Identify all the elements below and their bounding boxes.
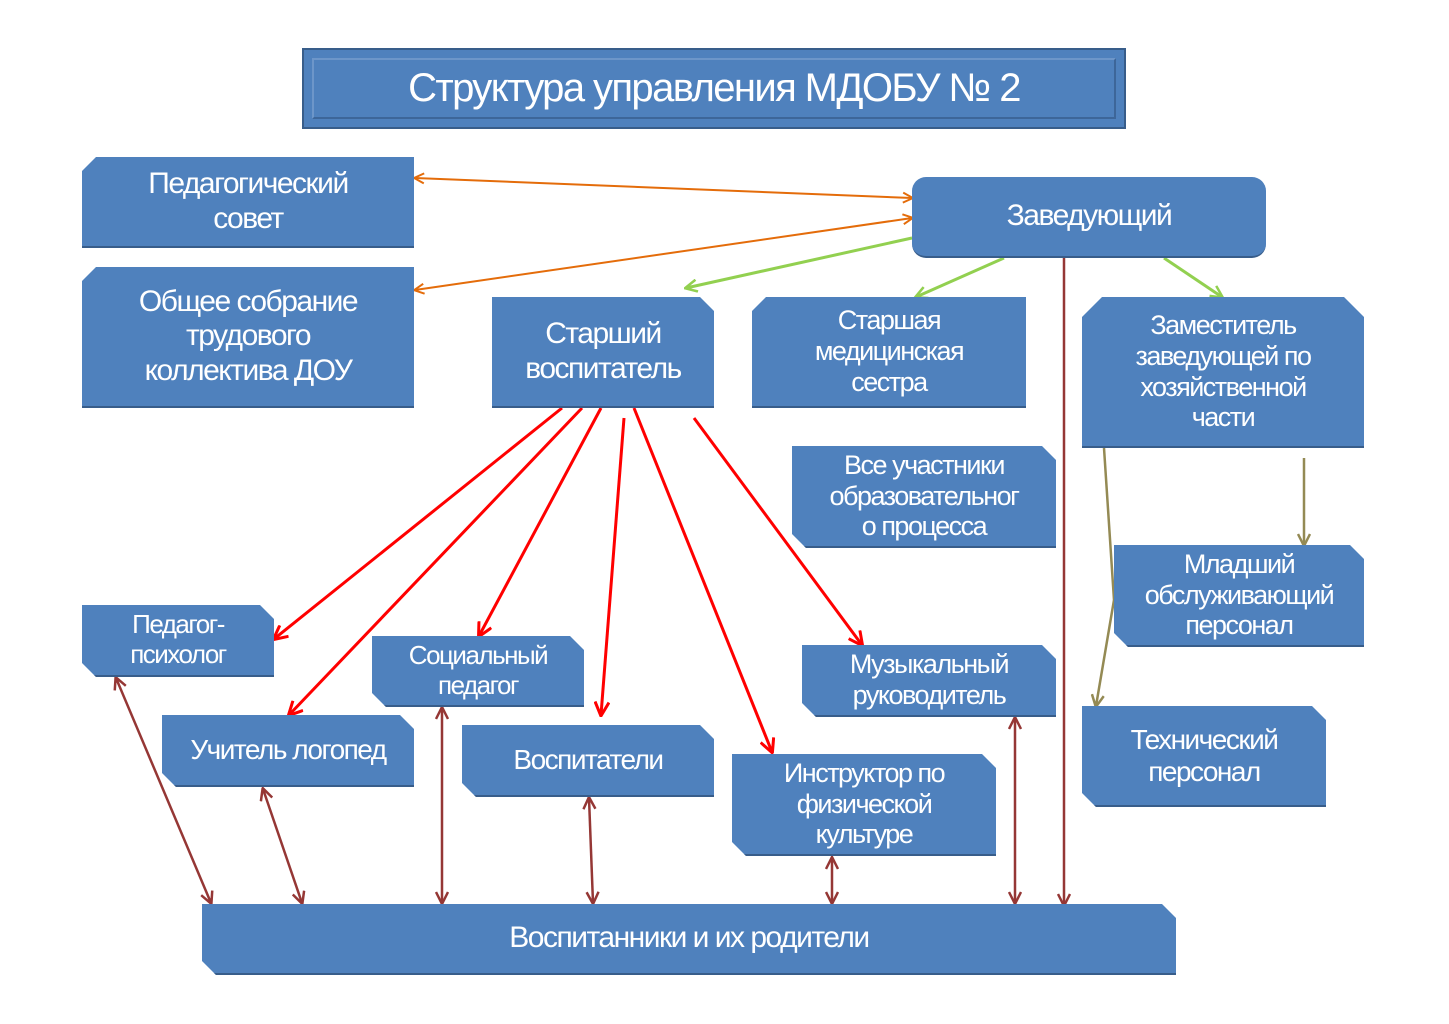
node-zam-hoz-label: Заместитель заведующей по хозяйственной … [1135,309,1311,433]
node-ped-sovet-label: Педагогический совет [148,167,349,235]
node-vse-uchastniki-label: Все участники образовательног о процесса [829,449,1019,542]
node-obshee-sobranie-label: Общее собрание трудового коллектива ДОУ [138,285,359,387]
link-vospitateli-vospitanniki [589,798,593,903]
node-starshiy-vospitatel-label: Старший воспитатель [525,317,681,385]
link-zaveduyushiy-obshee-sobranie [415,218,912,290]
link-starshiy-logoped [289,406,584,715]
node-vospitanniki-label: Воспитанники и их родители [509,921,869,955]
node-sots-pedagog[interactable]: Социальный педагог [372,636,584,707]
node-ped-psiholog-label: Педагог- психолог [130,609,226,669]
node-zam-hoz[interactable]: Заместитель заведующей по хозяйственной … [1082,297,1364,448]
node-mladshiy-personal-label: Младший обслуживающий персонал [1144,548,1334,641]
chart-title: Структура управления МДОБУ № 2 [302,48,1126,129]
link-starshiy-ped-psiholog [274,406,563,639]
link-starshiy-instruktor-fiz [632,407,772,752]
node-ped-psiholog[interactable]: Педагог- психолог [82,605,274,677]
node-logoped[interactable]: Учитель логопед [162,715,414,787]
node-sots-pedagog-label: Социальный педагог [408,639,548,700]
node-obshee-sobranie[interactable]: Общее собрание трудового коллектива ДОУ [82,267,414,408]
node-instruktor-fiz[interactable]: Инструктор по физической культуре [732,754,996,856]
node-muz-rukovoditel[interactable]: Музыкальный руководитель [802,645,1056,717]
node-zaveduyushiy-label: Заведующий [1006,199,1173,233]
node-zaveduyushiy[interactable]: Заведующий [912,177,1266,258]
chart-title-text: Структура управления МДОБУ № 2 [408,66,1021,110]
node-logoped-label: Учитель логопед [190,734,386,766]
node-vse-uchastniki[interactable]: Все участники образовательног о процесса [792,446,1056,548]
node-mladshiy-personal[interactable]: Младший обслуживающий персонал [1114,545,1364,647]
link-zaveduyushiy-ped-sovet [415,178,912,198]
node-tech-personal[interactable]: Технический персонал [1082,706,1326,807]
link-starshiy-sots-pedagog [479,407,603,636]
link-zam-hoz-tech-personal [1096,447,1116,706]
node-vospitateli-label: Воспитатели [513,744,663,776]
node-vospitateli[interactable]: Воспитатели [462,725,714,797]
node-ped-sovet[interactable]: Педагогический совет [82,157,414,248]
node-starshiy-vospitatel[interactable]: Старший воспитатель [492,297,714,408]
node-med-sestra-label: Старшая медицинская сестра [814,305,965,397]
link-starshiy-vospitateli [601,417,626,715]
link-logoped-vospitanniki [263,789,302,903]
node-vospitanniki[interactable]: Воспитанники и их родители [202,904,1176,975]
link-starshiy-muz-rukovoditel [692,417,862,645]
link-zaveduyushiy-med-sestra [916,256,1005,297]
link-zaveduyushiy-zam-hoz [1163,256,1222,297]
node-med-sestra[interactable]: Старшая медицинская сестра [752,297,1026,408]
link-zaveduyushiy-starshiy-vospitatel [686,236,913,288]
link-ped-psiholog-vospitanniki [116,678,211,903]
node-tech-personal-label: Технический персонал [1130,723,1278,787]
node-instruktor-fiz-label: Инструктор по физической культуре [783,757,945,850]
node-muz-rukovoditel-label: Музыкальный руководитель [849,649,1009,710]
